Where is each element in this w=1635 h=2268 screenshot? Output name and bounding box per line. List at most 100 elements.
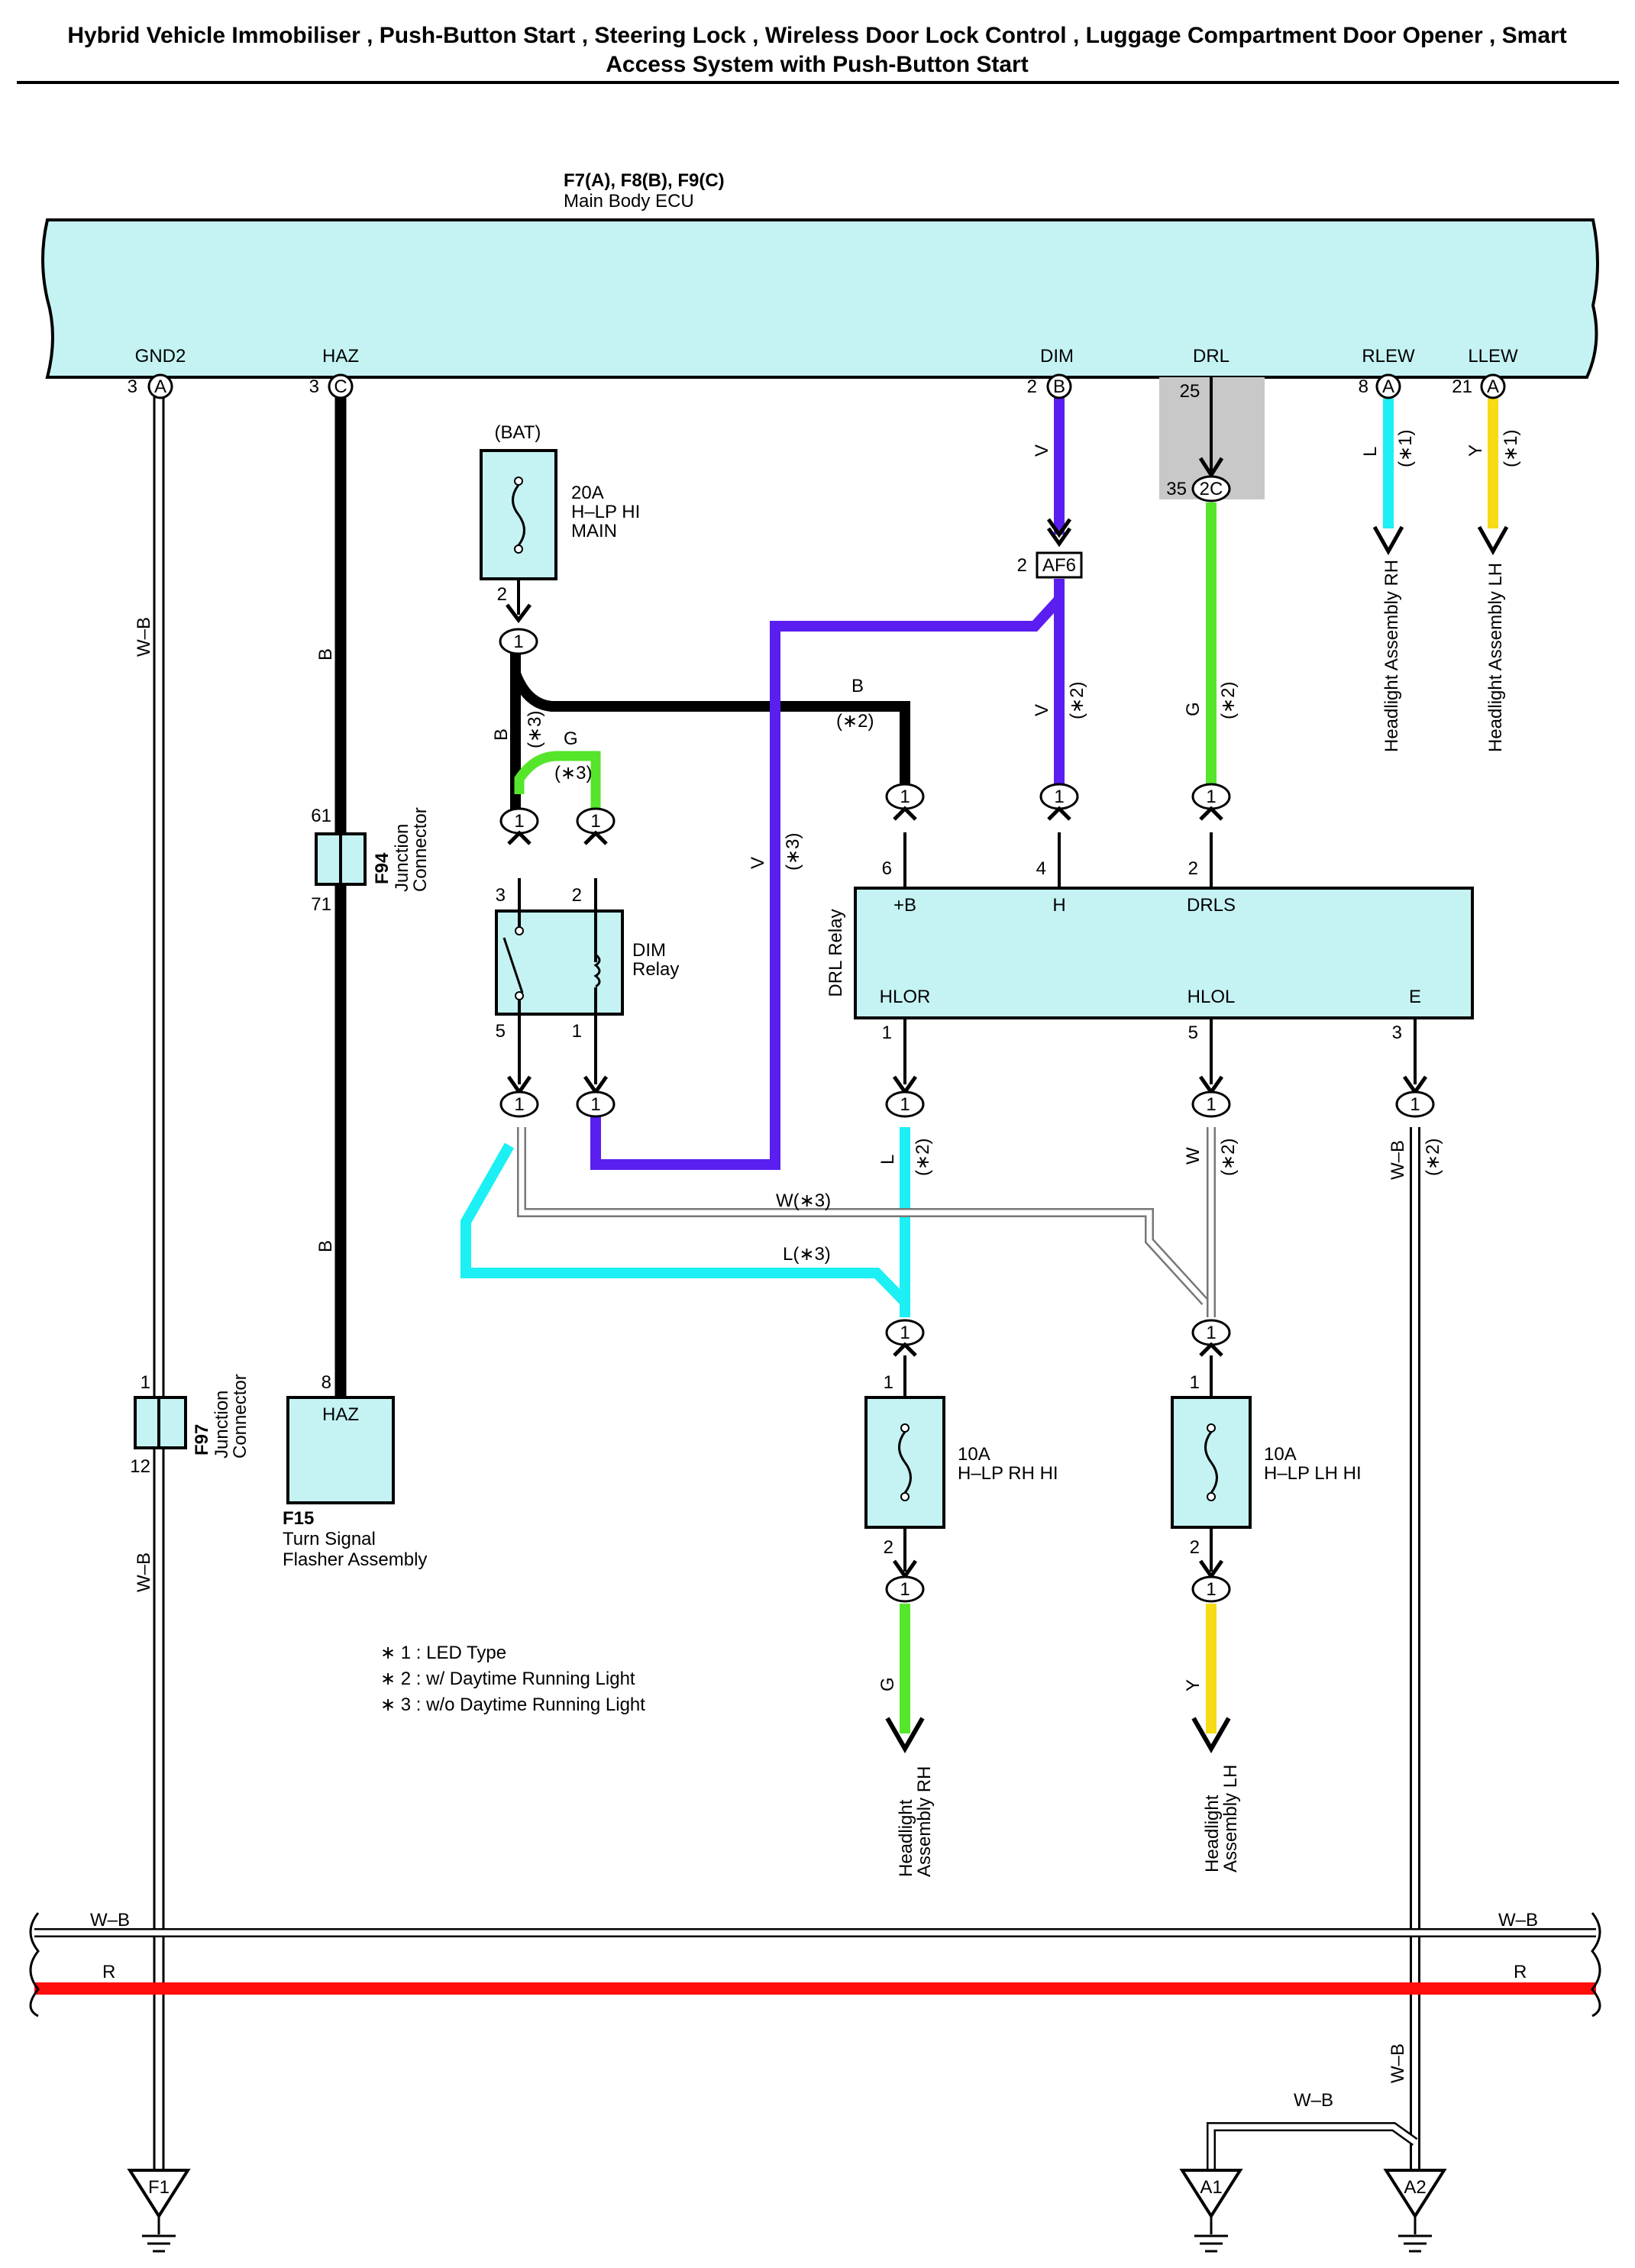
rlew-arrow: [1372, 525, 1404, 556]
svg-text:1: 1: [1410, 1094, 1420, 1115]
f97-code: F97: [192, 1424, 212, 1455]
drl-relay: DRL Relay +B H DRLS HLOR HLOL E 6 4 2 1 …: [826, 832, 1474, 1084]
inline-connector: 1: [1191, 783, 1231, 821]
dest-headlight-rh-line2: Assembly RH: [914, 1766, 935, 1877]
wire-label-bus-wb: W–B: [1498, 1910, 1538, 1930]
inline-connector: 1: [1191, 1075, 1231, 1118]
wire-label-g: G: [1183, 702, 1204, 716]
ecu-pin-drl-label: DRL: [1193, 346, 1229, 367]
af6-connector: AF6 2: [1017, 518, 1083, 579]
wire-label-l: L: [877, 1155, 898, 1165]
f97-pin-top: 1: [141, 1372, 150, 1393]
drl-relay-hlol-label: HLOL: [1187, 987, 1236, 1007]
ecu-pin-dim-num: 2: [1027, 376, 1037, 397]
svg-text:1: 1: [590, 811, 600, 832]
wire-w3-white: [517, 1127, 1209, 1306]
wire-label-star3: (∗3): [554, 763, 592, 783]
dest-headlight-lh: Headlight Assembly LH: [1485, 563, 1506, 752]
dest-headlight-rh: Headlight Assembly RH: [1381, 560, 1402, 752]
ecu-pin-llew-label: LLEW: [1468, 346, 1518, 367]
ecu-code: F7(A), F8(B), F9(C): [564, 170, 725, 191]
wire-green-dim-relay-coil: [514, 751, 601, 811]
ecu-pin-haz-label: HAZ: [322, 346, 359, 367]
af6-label: AF6: [1042, 555, 1076, 576]
svg-text:1: 1: [514, 1094, 524, 1115]
ecu-pin-rlew-label: RLEW: [1362, 346, 1415, 367]
af6-pin: 2: [1017, 555, 1027, 576]
ecu-pin-gnd2-label: GND2: [135, 346, 186, 367]
inline-connector: 1: [885, 783, 925, 821]
ecu-pin-gnd2-conn: A: [154, 376, 166, 397]
f97-pin-bottom: 12: [130, 1456, 150, 1477]
drl-junction-pin: 35: [1166, 479, 1187, 499]
headlight-lh-arrow: [1191, 1717, 1231, 1754]
fuse-lh-name: H–LP LH HI: [1264, 1463, 1362, 1484]
diagram-title: Hybrid Vehicle Immobiliser , Push-Button…: [17, 23, 1619, 84]
svg-text:1: 1: [900, 1094, 910, 1115]
ecu-pin-dim-label: DIM: [1040, 346, 1074, 367]
wire-label-bus-r: R: [1514, 1962, 1527, 1982]
wires: [34, 388, 1596, 2184]
dim-relay-pin-2: 2: [572, 885, 582, 906]
ground-a1-label: A1: [1200, 2177, 1222, 2198]
wire-label-wb: W–B: [134, 617, 154, 657]
dim-relay-body: [495, 909, 624, 1016]
fuse-main-name2: MAIN: [571, 521, 617, 541]
wire-label-v: V: [748, 857, 768, 869]
wire-bat-to-drl-relay: [510, 671, 910, 794]
wire-label-w-star3: W(∗3): [776, 1191, 831, 1211]
f94-name2: Connector: [410, 807, 431, 892]
wire-dim-violet-to-relay: [590, 596, 1064, 1170]
wire-label-star3: (∗3): [783, 833, 803, 871]
wire-label-b: B: [315, 648, 336, 661]
dim-relay-name1: DIM: [632, 940, 666, 961]
wire-label-bus-wb: W–B: [90, 1910, 130, 1930]
drl-relay-h-label: H: [1052, 895, 1065, 916]
fuse-hlp-hi-main: (BAT) 20A H–LP HI MAIN 2: [480, 422, 640, 624]
junction-f97: 1 12 F97 Junction Connector: [130, 1372, 250, 1477]
drl-relay-pin-drls: 2: [1188, 858, 1198, 879]
drl-relay-b-label: +B: [893, 895, 916, 916]
fuse-rh-rating: 10A: [958, 1444, 990, 1465]
wire-labels: W–B W–B B B B (∗3) G (∗3) B (∗2) V (∗3) …: [90, 430, 1538, 2111]
wire-label-b: B: [851, 676, 864, 696]
ecu-pin-rlew-conn: A: [1382, 376, 1394, 397]
ecu-pin-haz-num: 3: [309, 376, 319, 397]
inline-connector: 1: [499, 1075, 539, 1118]
wire-label-wb: W–B: [1388, 2043, 1408, 2083]
ecu-pin-gnd2-num: 3: [128, 376, 137, 397]
drl-relay-name: DRL Relay: [826, 909, 846, 997]
fuse-rh-name: H–LP RH HI: [958, 1463, 1058, 1484]
drl-relay-pin-b: 6: [882, 858, 892, 879]
fuse-lh-rating: 10A: [1264, 1444, 1297, 1465]
fuse-lh-pin-out: 2: [1190, 1537, 1200, 1558]
wire-label-v: V: [1032, 704, 1052, 716]
wire-l3-cyan: [460, 1142, 910, 1306]
fuse-main-pin-out: 2: [497, 584, 507, 605]
wire-label-y: Y: [1183, 1679, 1204, 1691]
svg-text:1: 1: [590, 1094, 600, 1115]
inline-connector: 1: [576, 1075, 616, 1118]
wire-label-g: G: [877, 1677, 898, 1691]
f97-name2: Connector: [230, 1374, 250, 1459]
ground-a1: A1: [1179, 2169, 1243, 2253]
note-3: ∗ 3 : w/o Daytime Running Light: [380, 1695, 645, 1715]
ecu-pin-haz-conn: C: [334, 376, 347, 397]
fuse-rh-pin-out: 2: [884, 1537, 893, 1558]
bus-break-marks: [29, 1912, 1601, 2018]
drl-relay-drls-label: DRLS: [1187, 895, 1236, 916]
ecu-pin-llew-conn: A: [1487, 376, 1499, 397]
wire-a1-wb: [1207, 2122, 1418, 2184]
svg-text:1: 1: [1206, 1094, 1216, 1115]
ground-f1: F1: [127, 2169, 191, 2253]
ecu-pin-llew-num: 21: [1452, 376, 1472, 397]
inline-connector: 1: [1191, 1319, 1231, 1357]
f15-haz-label: HAZ: [322, 1404, 359, 1425]
wire-label-bus-r: R: [102, 1962, 115, 1982]
inline-connectors: 1 1 1 1 1 1 1 1 1 1 1 1 1 1 1: [499, 628, 1435, 1603]
dim-relay-name2: Relay: [632, 959, 679, 980]
f15-code: F15: [283, 1508, 314, 1529]
wire-label-star2: (∗2): [1218, 1139, 1239, 1176]
ecu-name: Main Body ECU: [564, 191, 694, 212]
wire-label-b: B: [491, 729, 512, 741]
